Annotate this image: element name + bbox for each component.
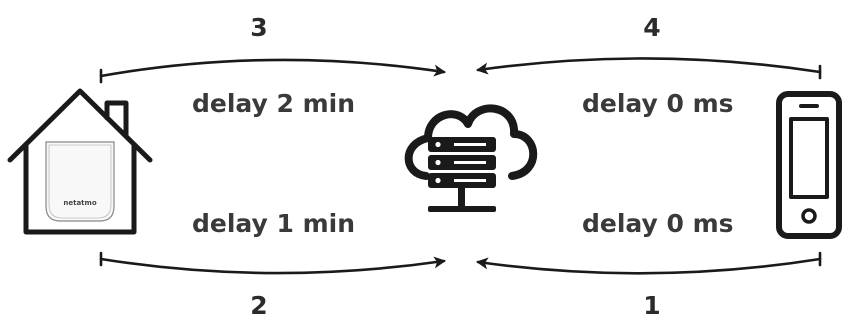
delay-label-bottom-right: delay 0 ms [582, 209, 734, 238]
cloud-server-icon [404, 104, 538, 212]
smartphone-icon [776, 91, 842, 239]
arrow-2-home-to-cloud [99, 251, 446, 275]
arrow-1-phone-to-cloud [476, 251, 822, 275]
arrow-4-phone-to-cloud [476, 57, 822, 80]
device-brand-label: netatmo [63, 199, 96, 207]
arrow-3-home-to-cloud [99, 58, 446, 84]
delay-label-top-right: delay 0 ms [582, 89, 734, 118]
step-number-1: 1 [643, 291, 660, 320]
delay-label-top-left: delay 2 min [192, 89, 355, 118]
step-number-4: 4 [643, 13, 660, 42]
step-number-3: 3 [250, 13, 267, 42]
house-icon: netatmo [7, 88, 153, 235]
delay-label-bottom-left: delay 1 min [192, 209, 355, 238]
weather-station-device: netatmo [45, 141, 115, 222]
step-number-2: 2 [250, 291, 267, 320]
